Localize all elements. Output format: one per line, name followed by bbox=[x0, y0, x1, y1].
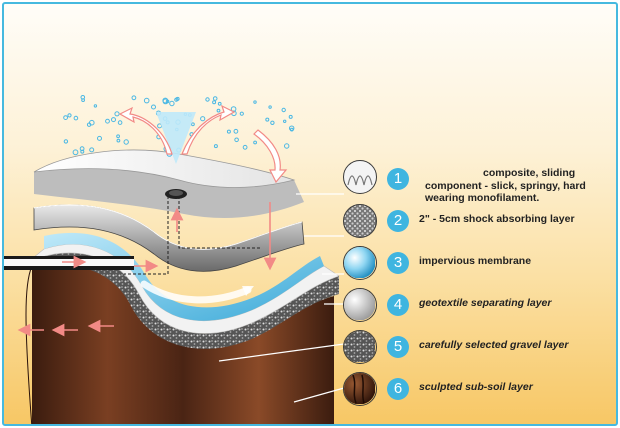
legend-row-shock-pad: 2 2" - 5cm shock absorbing layer bbox=[339, 204, 616, 240]
water-droplet bbox=[233, 128, 239, 134]
water-droplet bbox=[283, 119, 287, 124]
runoff-arrows bbox=[118, 104, 288, 184]
legend-label: sculpted sub-soil layer bbox=[419, 381, 533, 393]
water-droplet bbox=[111, 117, 116, 123]
legend-label: geotextile separating layer bbox=[419, 297, 552, 309]
legend-row-geotextile: 4 geotextile separating layer bbox=[339, 288, 616, 324]
water-droplet bbox=[200, 116, 206, 122]
legend-row-gravel: 5 carefully selected gravel layer bbox=[339, 330, 616, 366]
water-droplet bbox=[284, 143, 290, 149]
water-droplet bbox=[162, 97, 169, 104]
water-droplet bbox=[226, 129, 231, 134]
water-droplet bbox=[123, 139, 129, 145]
legend-number-badge: 4 bbox=[387, 294, 409, 316]
legend-label-line: component - slick, springy, hard bbox=[425, 179, 586, 192]
water-droplet bbox=[116, 134, 120, 139]
drainage-arrows bbox=[17, 202, 277, 337]
shock-pad-swatch-icon bbox=[343, 204, 377, 238]
water-droplet bbox=[268, 105, 272, 109]
legend-label-line: wearing monofilament. bbox=[425, 192, 540, 204]
water-droplet bbox=[86, 122, 92, 127]
water-droplet bbox=[270, 120, 275, 126]
water-droplet bbox=[213, 144, 218, 149]
water-droplet bbox=[174, 97, 179, 102]
water-spray bbox=[156, 112, 196, 164]
water-droplet bbox=[131, 95, 137, 101]
gravel-layer bbox=[28, 252, 339, 349]
water-droplet bbox=[212, 100, 217, 105]
water-droplet bbox=[143, 97, 150, 104]
water-droplet bbox=[205, 97, 210, 102]
water-droplet bbox=[151, 104, 156, 110]
water-droplet bbox=[253, 140, 258, 145]
legend-number-badge: 1 bbox=[387, 168, 409, 190]
water-droplet bbox=[116, 138, 121, 143]
geotextile-swatch-icon bbox=[343, 288, 377, 322]
water-droplet bbox=[117, 120, 123, 125]
legend-number-badge: 2 bbox=[387, 210, 409, 232]
layer-cross-section-illustration bbox=[4, 95, 345, 424]
water-droplet bbox=[265, 117, 270, 122]
water-droplet bbox=[191, 122, 195, 127]
water-droplet bbox=[67, 113, 72, 118]
legend-row-membrane: 3 impervious membrane bbox=[339, 246, 616, 282]
membrane-swatch-icon bbox=[343, 246, 377, 280]
water-droplet bbox=[169, 100, 175, 107]
water-droplet bbox=[81, 98, 85, 102]
legend-row-subsoil: 6 sculpted sub-soil layer bbox=[339, 372, 616, 408]
water-droplet bbox=[216, 108, 221, 113]
gravel-swatch-icon bbox=[343, 330, 377, 364]
legend-number-badge: 3 bbox=[387, 252, 409, 274]
water-droplet bbox=[289, 127, 294, 132]
membrane-layer bbox=[44, 232, 324, 321]
water-droplet bbox=[63, 139, 69, 144]
water-droplet bbox=[93, 104, 98, 108]
water-droplet bbox=[114, 111, 120, 117]
water-droplet bbox=[217, 101, 222, 106]
legend-row-composite: 1 bbox=[339, 160, 616, 196]
water-droplet bbox=[234, 137, 239, 143]
legend-label-line: composite, sliding bbox=[483, 167, 576, 179]
subsoil-swatch-icon bbox=[343, 372, 377, 406]
water-droplet bbox=[242, 144, 248, 150]
legend-number-badge: 5 bbox=[387, 336, 409, 358]
leader-lines bbox=[218, 193, 345, 403]
water-droplet bbox=[89, 147, 95, 153]
water-droplet bbox=[289, 125, 295, 131]
legend-label: impervious membrane bbox=[419, 255, 532, 267]
legend-number-badge: 6 bbox=[387, 378, 409, 400]
water-droplet bbox=[97, 135, 102, 141]
water-droplet bbox=[105, 118, 110, 124]
water-droplet bbox=[72, 149, 79, 156]
water-droplet bbox=[73, 115, 79, 121]
water-droplet bbox=[80, 149, 85, 154]
monofilament-swatch-icon bbox=[343, 160, 377, 194]
water-droplet bbox=[63, 115, 68, 120]
water-droplet bbox=[288, 114, 293, 119]
composite-top-layer bbox=[33, 149, 304, 218]
drain-pipe bbox=[4, 256, 134, 270]
legend-label: 2" - 5cm shock absorbing layer bbox=[419, 213, 575, 225]
water-droplet bbox=[239, 111, 244, 116]
water-droplet bbox=[253, 100, 257, 104]
legend-label: carefully selected gravel layer bbox=[419, 339, 569, 351]
water-droplet bbox=[281, 107, 286, 113]
water-droplet bbox=[89, 119, 95, 126]
legend-label-composite: composite, sliding component - slick, sp… bbox=[425, 167, 616, 205]
water-droplet bbox=[212, 96, 218, 101]
